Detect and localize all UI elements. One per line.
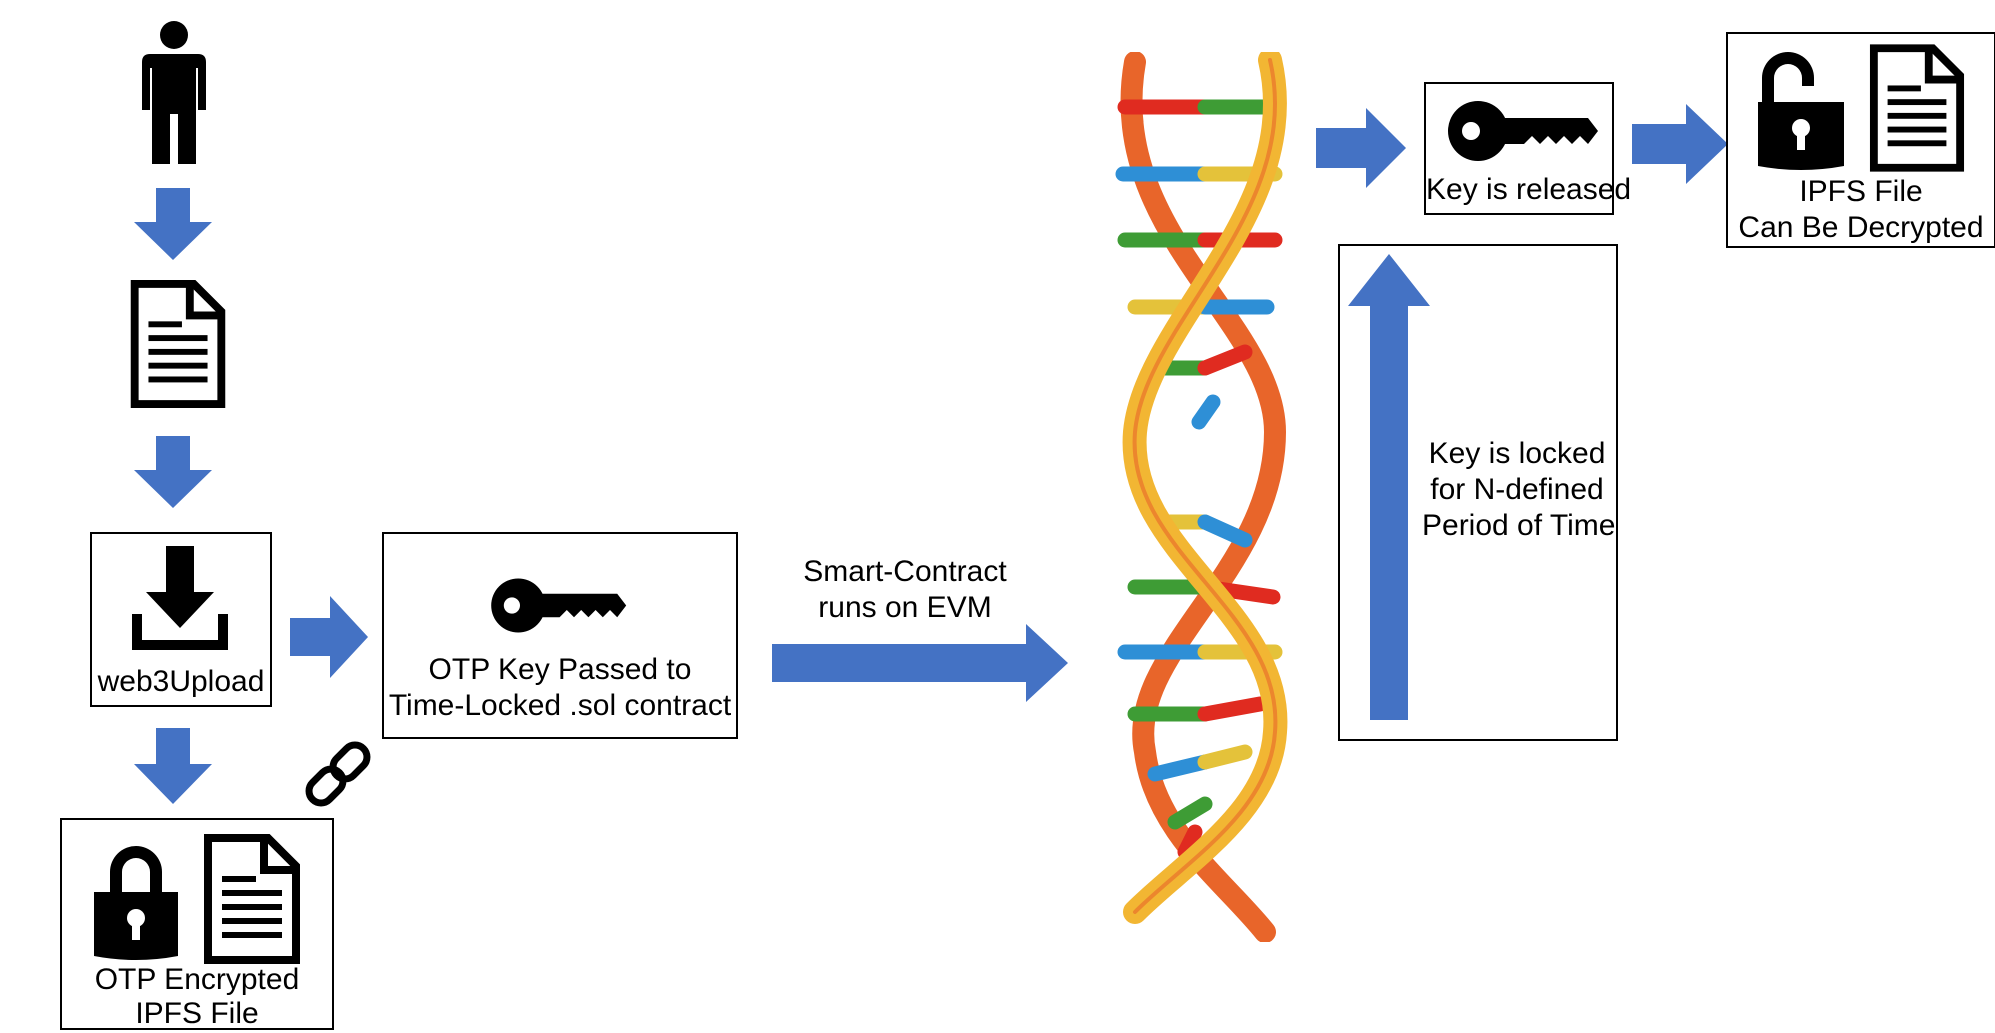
document-icon (202, 834, 302, 964)
otp-key-label-line1: OTP Key Passed to (428, 653, 692, 686)
key-icon (484, 574, 628, 637)
decrypted-file-box: IPFS File Can Be Decrypted (1726, 32, 1995, 248)
evm-arrow-label-line1: Smart-Contract (803, 555, 1007, 588)
key-locked-label-line3: Period of Time (1422, 509, 1616, 542)
document-icon (128, 280, 228, 408)
arrow-right-2 (1316, 108, 1406, 188)
person-icon (136, 20, 212, 166)
download-icon (128, 544, 232, 654)
evm-arrow-label-line2: runs on EVM (818, 591, 992, 624)
arrow-down-2 (134, 436, 212, 508)
upload-label: web3Upload (97, 665, 265, 698)
arrow-up-timelock (1348, 254, 1430, 724)
decrypted-label-line2: Can Be Decrypted (1738, 211, 1984, 244)
arrow-right-1 (290, 596, 368, 678)
key-released-label: Key is released (1426, 173, 1632, 206)
upload-box: web3Upload (90, 532, 272, 707)
otp-key-label-line2: Time-Locked .sol contract (388, 689, 732, 722)
padlock-icon (90, 838, 182, 962)
encrypted-file-label-line1: OTP Encrypted (94, 963, 300, 996)
encrypted-file-label-line2: IPFS File (135, 997, 259, 1030)
encrypted-file-box: OTP Encrypted IPFS File (60, 818, 334, 1030)
arrow-down-1 (134, 188, 212, 260)
arrow-down-3 (134, 728, 212, 804)
arrow-right-3 (1632, 104, 1728, 184)
key-released-box: Key is released (1424, 82, 1632, 215)
link-icon (298, 734, 378, 814)
dna-helix-icon (1095, 52, 1321, 942)
key-icon (1440, 96, 1600, 166)
document-icon (1868, 44, 1966, 172)
decrypted-label-line1: IPFS File (1799, 175, 1923, 208)
otp-key-box: OTP Key Passed to Time-Locked .sol contr… (382, 532, 738, 739)
key-locked-label-line2: for N-defined (1430, 473, 1604, 506)
key-locked-box: Key is locked for N-defined Period of Ti… (1338, 244, 1618, 741)
arrow-right-evm (772, 624, 1068, 702)
key-locked-label-line1: Key is locked (1428, 437, 1606, 470)
unlocked-padlock-icon (1754, 46, 1850, 172)
